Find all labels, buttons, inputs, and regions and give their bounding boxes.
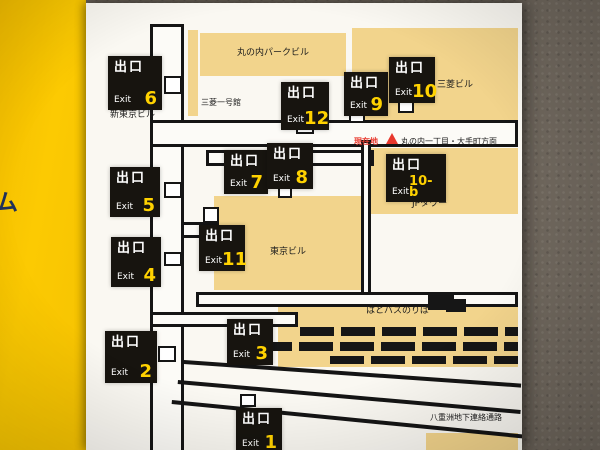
exit-number: 12 [304, 107, 330, 129]
exit-word-jp: 出口 [273, 147, 304, 162]
road-exit3-spur [150, 312, 298, 327]
exit-word-jp: 出口 [392, 158, 423, 173]
exit-word-jp: 出口 [114, 60, 145, 75]
exit-sign-8: 出口 Exit 8 [267, 143, 313, 189]
label-mitsubishi: 三菱ビル [437, 80, 474, 90]
label-tokyo-building: 東京ビル [269, 247, 306, 257]
exit-number: 5 [142, 194, 155, 216]
exit-word-jp: 出口 [205, 229, 236, 244]
exit-word-jp: 出口 [350, 76, 381, 91]
label-marunouchi-park: 丸の内パークビル [236, 48, 309, 58]
exit-word-en: Exit [350, 101, 368, 111]
road-main-horizontal [150, 120, 518, 147]
exit-word-jp: 出口 [242, 412, 273, 427]
exit-word-en: Exit [117, 272, 135, 282]
label-hato-bus: はとバスのりば [366, 306, 430, 316]
entrance-box-exit6 [164, 76, 182, 94]
bus-bay-stripes-row3 [330, 356, 518, 364]
exit-word-en: Exit [111, 368, 129, 378]
current-location-marker-icon [386, 133, 398, 144]
building-marunouchi-park [200, 33, 346, 76]
small-building-block-2 [446, 299, 466, 312]
label-yaesu-passage: 八重洲地下連絡通路 [430, 413, 502, 422]
exit-word-jp: 出口 [117, 241, 148, 256]
exit-sign-1: 出口 Exit 1 [236, 408, 282, 450]
exit-number: 8 [295, 166, 308, 188]
building-corner [426, 433, 518, 450]
station-exit-map-panel: 丸の内パークビル 三菱ビル 新東京ビル 三菱一号館 JPタワー 東京ビル はとバ… [86, 3, 522, 450]
exit-word-jp: 出口 [395, 61, 426, 76]
exit-word-en: Exit [273, 174, 291, 184]
exit-sign-4: 出口 Exit 4 [111, 237, 161, 287]
exit-number: 4 [143, 264, 156, 286]
exit-number: 6 [144, 87, 157, 109]
entrance-box-exit4 [164, 252, 182, 266]
exit-word-en: Exit [287, 115, 305, 125]
exit-word-en: Exit [205, 256, 223, 266]
exit-word-en: Exit [114, 95, 132, 105]
exit-number: 3 [255, 342, 268, 364]
exit-number: 9 [370, 93, 383, 115]
exit-number: 10-b [409, 173, 433, 200]
exit-word-jp: 出口 [233, 323, 264, 338]
exit-word-en: Exit [395, 88, 413, 98]
exit-word-jp: 出口 [111, 335, 142, 350]
exit-number: 7 [250, 171, 263, 193]
label-shin-tokyo: 新東京ビル [110, 110, 156, 120]
exit-number: 10 [412, 80, 438, 102]
frame-partial-text: ム [0, 190, 18, 216]
exit-word-jp: 出口 [287, 86, 318, 101]
yellow-sign-frame: ム [0, 0, 86, 450]
exit-sign-6: 出口 Exit 6 [108, 56, 162, 110]
road-south-of-tokyo-bldg [196, 292, 518, 307]
exit-word-en: Exit [230, 179, 248, 189]
direction-label: 丸の内一丁目・大手町方面 [401, 137, 497, 146]
exit-word-en: Exit [242, 439, 260, 449]
entrance-box-exit2 [158, 346, 176, 362]
exit-sign-3: 出口 Exit 3 [227, 319, 273, 365]
exit-sign-5: 出口 Exit 5 [110, 167, 160, 217]
exit-sign-2: 出口 Exit 2 [105, 331, 157, 383]
entrance-box-exit1 [240, 394, 256, 407]
current-location-label: 現在地 [354, 137, 378, 146]
exit-word-en: Exit [392, 187, 410, 197]
road-vertical-naka [361, 140, 371, 298]
entrance-box-exit11 [203, 207, 219, 223]
bus-bay-stripes-row1 [300, 327, 518, 336]
bus-bay-stripes-row2 [258, 342, 518, 351]
label-mitsubishi-ichigokan: 三菱一号館 [201, 98, 241, 107]
exit-number: 1 [264, 431, 277, 450]
exit-word-jp: 出口 [230, 154, 261, 169]
label-jp-tower: JPタワー [412, 199, 448, 209]
building-strip [188, 30, 198, 116]
exit-word-jp: 出口 [116, 171, 147, 186]
entrance-box-exit5 [164, 182, 182, 198]
exit-word-en: Exit [233, 350, 251, 360]
exit-word-en: Exit [116, 202, 134, 212]
exit-number: 11 [222, 248, 248, 270]
exit-number: 2 [139, 360, 152, 382]
